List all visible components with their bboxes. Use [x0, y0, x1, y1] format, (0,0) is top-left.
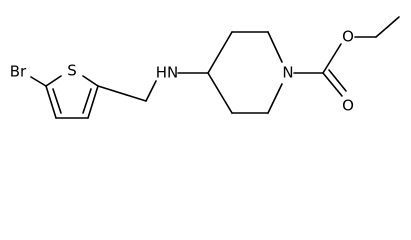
atom-br-label: Br [10, 63, 27, 81]
bond-pip-3 [267, 31, 283, 63]
structure-svg: Br S HN N O O [10, 16, 400, 119]
bond-pip-1 [207, 31, 233, 74]
bond-c4-c5 [45, 85, 57, 119]
atom-s-label: S [67, 62, 77, 80]
bond-pip-4 [267, 83, 283, 114]
bond-s-c2 [82, 75, 99, 87]
bond-c5-br [30, 76, 47, 87]
atom-o-ester-label: O [342, 28, 354, 46]
molecule-diagram: Br S HN N O O [10, 16, 400, 119]
bond-carbonyl-o-ester [322, 43, 342, 74]
bond-ch2-nh [145, 80, 157, 102]
atom-nh-label: HN [156, 64, 179, 82]
bond-ch2-ch3 [375, 16, 400, 38]
bond-pip-6 [207, 72, 233, 114]
bond-carbonyl-double-b [328, 69, 347, 92]
piperidine-ring [207, 31, 283, 114]
bond-c2-c3-inner [82, 88, 92, 114]
bond-c2-c3 [87, 85, 99, 119]
bond-carbonyl-double-a [322, 72, 343, 97]
thiophene-ring [45, 75, 99, 119]
atom-o-carbonyl-label: O [342, 97, 354, 115]
bond-c4-c5-inner [52, 88, 62, 114]
bond-c2-ch2 [97, 85, 147, 102]
bond-c5-s [45, 75, 62, 87]
atom-n-ring-label: N [282, 64, 293, 82]
